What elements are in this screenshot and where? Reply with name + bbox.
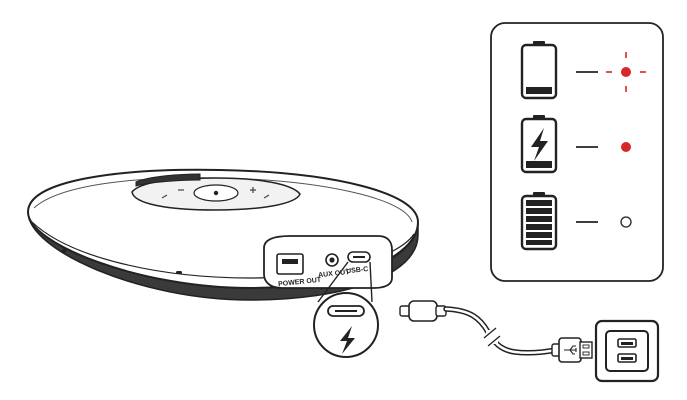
callout-usb-c-tongue [335,310,357,312]
power-out-label: POWER OUT [278,277,322,289]
usb-c-plug-body [408,300,438,322]
indicator-row-full [520,192,632,251]
volume-up-icon [250,187,256,193]
indicator-row-low [520,41,646,100]
indicator-panel-frame [490,22,664,282]
usb-a-plug-window-1 [582,344,590,349]
cable-break-mark [483,327,501,347]
call-left-icon [161,194,168,199]
led-off-icon [620,216,632,228]
usb-symbol-icon [564,345,577,355]
usb-wall-adapter [594,319,660,383]
battery-low-icon [520,41,558,100]
usb-c-zoom-callout [313,261,379,358]
control-panel-top-strip [135,173,201,187]
adapter-port-1-tongue [621,342,633,345]
cable-wire-inner [444,307,558,355]
speakerphone-device: POWER OUT AUX OUT USB-C [26,168,420,301]
aux-out-label: AUX OUT [318,269,351,279]
battery-charging-icon [520,115,558,174]
adapter-inner [605,330,649,372]
lightning-icon [340,326,355,354]
status-led-slot [176,271,182,274]
usb-a-plug-window-2 [582,351,590,356]
usb-c-label: USB-C [346,266,369,275]
usb-a-port-tongue [282,259,298,264]
callout-leader-left [317,261,349,303]
usb-cable [399,300,593,363]
aux-port-hole [329,257,335,263]
call-right-icon [263,194,270,199]
usb-c-port-tongue [353,256,365,258]
battery-full-icon [520,192,558,251]
microphone-hole [62,249,66,253]
mute-icon [213,190,219,196]
indicator-panel [490,22,664,282]
callout-leader-right [369,261,373,303]
adapter-port-2-tongue [621,357,633,360]
usb-a-plug-metal [579,341,593,359]
indicator-row-charging [520,115,631,174]
led-red-solid-icon [621,142,631,152]
led-red-blinking-icon [606,52,646,92]
